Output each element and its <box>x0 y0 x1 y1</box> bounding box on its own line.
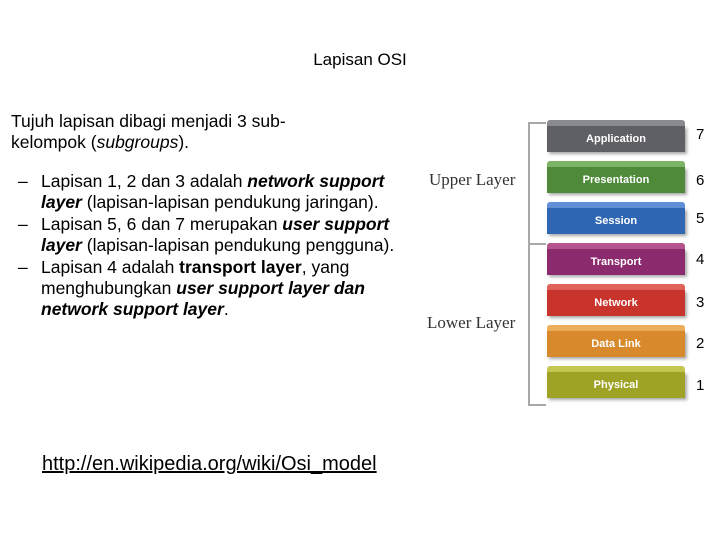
lower-layer-bracket <box>528 245 546 406</box>
bullet-text: Lapisan 1, 2 dan 3 adalah <box>41 171 248 191</box>
wikipedia-link[interactable]: http://en.wikipedia.org/wiki/Osi_model <box>42 453 377 475</box>
layer-number-5: 5 <box>696 210 705 227</box>
layer-face: Application <box>547 126 685 152</box>
bullet-dash: – <box>18 214 28 234</box>
layer-session: Session <box>547 202 685 238</box>
bullet-user-support: – Lapisan 5, 6 dan 7 merupakan user supp… <box>11 214 411 256</box>
intro-paragraph: Tujuh lapisan dibagi menjadi 3 sub- kelo… <box>11 111 411 153</box>
bullet-bold: transport layer <box>179 257 302 277</box>
layer-top <box>547 325 685 332</box>
layer-face: Transport <box>547 249 685 275</box>
bullet-transport: – Lapisan 4 adalah transport layer, yang… <box>11 257 411 320</box>
layer-presentation: Presentation <box>547 161 685 197</box>
layer-top <box>547 120 685 127</box>
bullet-text: Lapisan 4 adalah <box>41 257 180 277</box>
bullet-dash: – <box>18 257 28 277</box>
layer-application: Application <box>547 120 685 156</box>
layer-transport: Transport <box>547 243 685 279</box>
upper-layer-label: Upper Layer <box>429 170 516 189</box>
layer-top <box>547 202 685 209</box>
layer-number-1: 1 <box>696 377 705 394</box>
layer-number-2: 2 <box>696 335 705 352</box>
layer-network: Network <box>547 284 685 320</box>
layer-face: Network <box>547 290 685 316</box>
bullet-text: (lapisan-lapisan pendukung pengguna). <box>81 235 395 255</box>
layer-number-6: 6 <box>696 172 705 189</box>
bullet-network-support: – Lapisan 1, 2 dan 3 adalah network supp… <box>11 171 411 213</box>
layer-top <box>547 243 685 250</box>
osi-diagram: Upper Layer Lower Layer Application Pres… <box>420 110 720 410</box>
bullet-list: – Lapisan 1, 2 dan 3 adalah network supp… <box>11 171 411 321</box>
intro-text: kelompok ( <box>11 132 97 152</box>
bullet-emphasis: user support layer <box>41 214 390 255</box>
slide-title-text: Lapisan OSI <box>313 50 407 69</box>
bullet-text: . <box>223 299 229 319</box>
layer-face: Data Link <box>547 331 685 357</box>
bullet-text: Lapisan 5, 6 dan 7 merupakan <box>41 214 283 234</box>
layer-top <box>547 161 685 168</box>
intro-line-2: kelompok (subgroups). <box>11 132 411 153</box>
intro-line-1: Tujuh lapisan dibagi menjadi 3 sub- <box>11 111 286 131</box>
upper-layer-bracket <box>528 122 546 245</box>
layer-data-link: Data Link <box>547 325 685 361</box>
layer-number-7: 7 <box>696 126 705 143</box>
layer-physical: Physical <box>547 366 685 402</box>
bullet-text: , yang menghubungkan <box>41 257 350 298</box>
lower-layer-label: Lower Layer <box>427 313 516 332</box>
layer-top <box>547 284 685 291</box>
layer-face: Session <box>547 208 685 234</box>
slide-title: Lapisan OSI <box>0 50 720 70</box>
layer-number-3: 3 <box>696 294 705 311</box>
intro-italic: subgroups <box>96 132 179 152</box>
layer-number-4: 4 <box>696 251 705 268</box>
layer-top <box>547 366 685 373</box>
bullet-emphasis: network support layer <box>41 171 385 212</box>
bullet-emphasis: user support layer <box>176 278 329 298</box>
bullet-emphasis: dan network support layer <box>41 278 365 319</box>
bullet-text: (lapisan-lapisan pendukung jaringan). <box>81 192 379 212</box>
intro-text-end: ). <box>178 132 190 152</box>
bullet-dash: – <box>18 171 28 191</box>
layer-face: Presentation <box>547 167 685 193</box>
layer-face: Physical <box>547 372 685 398</box>
